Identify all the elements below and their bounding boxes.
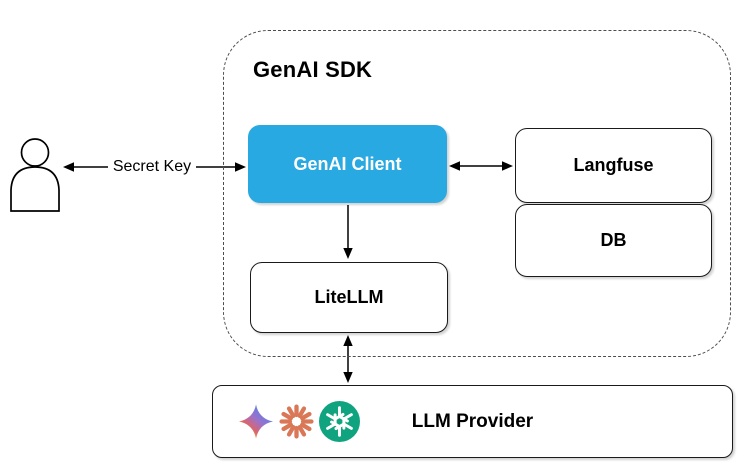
node-langfuse: Langfuse	[515, 128, 712, 203]
user-icon	[10, 138, 60, 212]
genai-sdk-container	[223, 30, 731, 357]
node-db: DB	[515, 204, 712, 277]
llm-provider-label: LLM Provider	[411, 410, 534, 432]
litellm-label: LiteLLM	[314, 287, 384, 307]
gemini-icon	[239, 404, 273, 439]
secret-key-label: Secret Key	[108, 158, 196, 176]
provider-icons	[238, 386, 360, 457]
db-label: DB	[600, 230, 627, 250]
genai-sdk-title: GenAI SDK	[253, 57, 373, 82]
node-llm-provider: LLM Provider	[212, 385, 733, 458]
anthropic-icon	[279, 404, 314, 439]
langfuse-label: Langfuse	[573, 155, 654, 175]
node-genai-client: GenAI Client	[248, 125, 447, 203]
genai-client-label: GenAI Client	[293, 153, 402, 174]
openai-icon	[319, 401, 360, 442]
node-litellm: LiteLLM	[250, 262, 448, 333]
